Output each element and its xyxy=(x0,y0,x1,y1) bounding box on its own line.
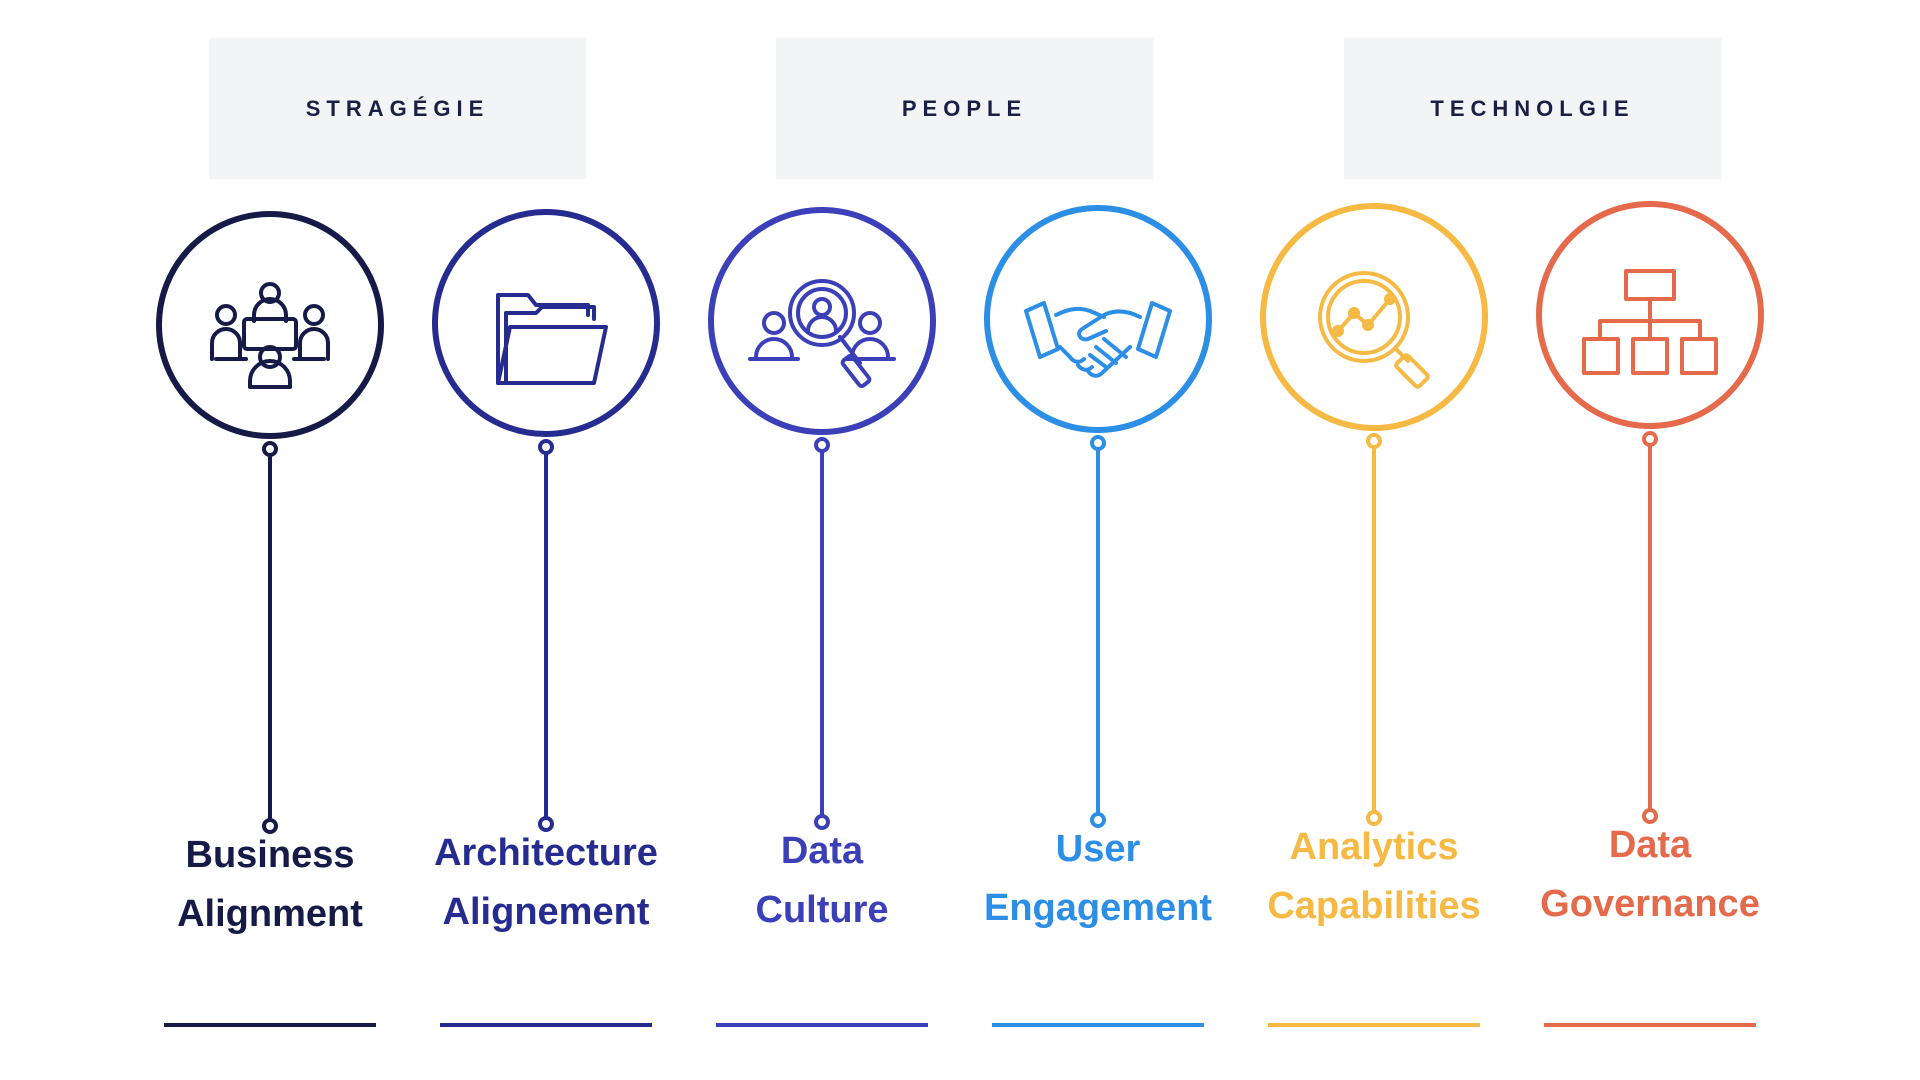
pillar-data-governance: Data Governance xyxy=(1512,200,1788,1080)
pillar-label-line2: Culture xyxy=(755,889,889,931)
pillar-label-line1: Data xyxy=(1608,824,1692,866)
pillar-label: User Engagement xyxy=(960,820,1236,938)
pillar-underline xyxy=(716,1023,928,1027)
folder-icon xyxy=(496,293,608,385)
pillar-label-line2: Capabilities xyxy=(1267,885,1481,927)
pillar-label-line1: Data xyxy=(780,830,864,872)
pillar-underline xyxy=(1544,1023,1756,1027)
pillar-user-engagement: User Engagement xyxy=(960,200,1236,1080)
pillar-label-line2: Alignement xyxy=(442,891,650,933)
pillar-underline xyxy=(440,1023,652,1027)
pillar-label-line2: Alignment xyxy=(177,893,363,935)
category-people: PEOPLE xyxy=(776,38,1153,179)
pillar-label-line1: Business xyxy=(185,834,355,876)
pillar-analytics-capabilities: Analytics Capabilities xyxy=(1236,200,1512,1080)
category-label: PEOPLE xyxy=(901,95,1028,121)
circle-connector xyxy=(984,205,1212,828)
category-strategie: STRAGÉGIE xyxy=(209,38,586,179)
category-label: TECHNOLGIE xyxy=(1430,95,1635,121)
pillar-label-line1: Architecture xyxy=(434,832,658,874)
pillar-underline xyxy=(992,1023,1204,1027)
pillar-label-line2: Governance xyxy=(1540,883,1760,925)
analytics-magnifier-icon xyxy=(1318,271,1430,389)
circle-connector xyxy=(1536,201,1764,824)
pillar-label-line2: Engagement xyxy=(983,887,1213,929)
pillar-underline xyxy=(164,1023,376,1027)
hierarchy-chart-icon xyxy=(1582,269,1718,375)
circle-connector xyxy=(708,207,936,830)
pillar-label: Architecture Alignement xyxy=(408,824,684,942)
category-label: STRAGÉGIE xyxy=(305,95,490,121)
pillar-label: Business Alignment xyxy=(132,826,408,944)
pillar-label: Data Governance xyxy=(1512,816,1788,934)
handshake-icon xyxy=(1024,301,1172,378)
outer-ring xyxy=(156,211,384,439)
pillar-underline xyxy=(1268,1023,1480,1027)
team-meeting-icon xyxy=(210,282,330,389)
pillar-label: Analytics Capabilities xyxy=(1236,818,1512,936)
pillar-data-culture: Data Culture xyxy=(684,200,960,1080)
pillar-architecture-alignement: Architecture Alignement xyxy=(408,200,684,1080)
circle-connector xyxy=(1260,203,1488,826)
pillar-business-alignment: Business Alignment xyxy=(132,200,408,1080)
circle-connector xyxy=(432,209,660,832)
people-search-icon xyxy=(748,279,896,389)
pillar-label-line1: Analytics xyxy=(1289,826,1459,868)
circle-connector xyxy=(156,211,384,834)
pillar-label-line1: User xyxy=(1055,828,1141,870)
pillar-label: Data Culture xyxy=(684,822,960,940)
category-technologie: TECHNOLGIE xyxy=(1344,38,1721,179)
